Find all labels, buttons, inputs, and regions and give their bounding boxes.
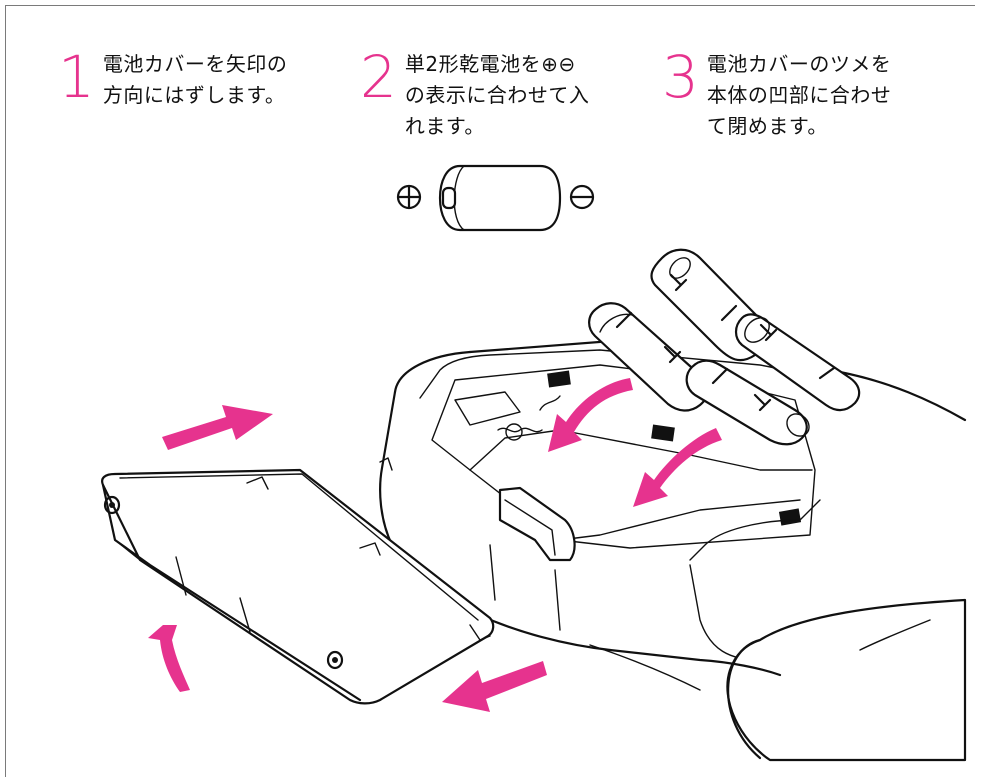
battery-slot xyxy=(547,370,802,526)
step-1-text: 電池カバーを矢印の 方向にはずします。 xyxy=(102,52,288,107)
battery-icon xyxy=(438,164,562,232)
figure-frame xyxy=(5,5,975,777)
roller xyxy=(726,598,967,762)
step-3-number: 3 xyxy=(662,43,699,111)
device-body xyxy=(379,338,967,762)
minus-terminal-icon xyxy=(569,184,595,210)
spring-contact-icon xyxy=(497,395,561,441)
cover-catch xyxy=(498,486,576,562)
battery-cell xyxy=(734,313,861,412)
step-1-number: 1 xyxy=(58,43,95,111)
arrow-icon xyxy=(148,625,190,692)
battery-cell xyxy=(685,359,810,446)
battery-cover xyxy=(101,468,495,705)
step-1: 1 電池カバーを矢印の 方向にはずします。 xyxy=(58,46,353,111)
step-2-text: 単2形乾電池を⊕⊖ の表示に合わせて入 れます。 xyxy=(404,52,590,138)
step-2-number: 2 xyxy=(360,43,397,111)
arrow-icon xyxy=(633,428,722,507)
arrow-icon xyxy=(162,405,273,450)
arrow-icon xyxy=(548,378,633,452)
plus-terminal-icon xyxy=(396,184,422,210)
step-2: 2 単2形乾電池を⊕⊖ の表示に合わせて入 れます。 xyxy=(360,46,655,142)
step-3-text: 電池カバーのツメを 本体の凹部に合わせ て閉めます。 xyxy=(706,52,892,138)
step-3: 3 電池カバーのツメを 本体の凹部に合わせ て閉めます。 xyxy=(662,46,957,142)
battery-legend xyxy=(396,164,595,232)
screw-icon xyxy=(103,495,344,670)
arrow-icon xyxy=(442,661,547,712)
